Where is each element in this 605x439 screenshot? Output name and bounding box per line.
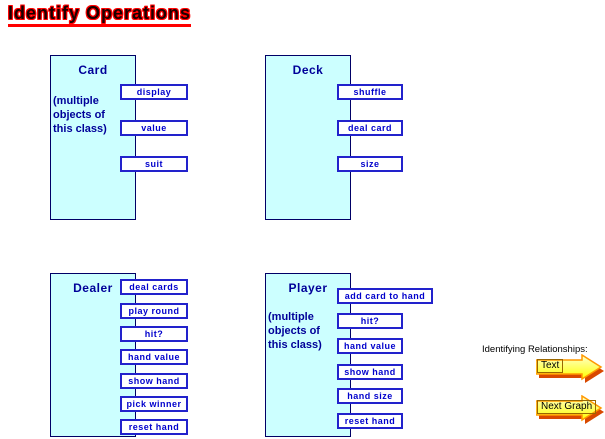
class-title-card: Card — [78, 63, 108, 77]
op-card-display[interactable]: display — [120, 84, 188, 100]
op-player-hand-value[interactable]: hand value — [337, 338, 403, 354]
next-graph-arrow-button[interactable]: Next Graph — [536, 395, 605, 425]
op-player-add-card-to-hand[interactable]: add card to hand — [337, 288, 433, 304]
class-box-deck: Deck — [265, 55, 351, 220]
op-card-value[interactable]: value — [120, 120, 188, 136]
class-title-dealer: Dealer — [73, 281, 113, 295]
text-arrow-label: Text — [537, 359, 564, 373]
text-arrow-button[interactable]: Text — [536, 354, 605, 384]
op-dealer-play-round[interactable]: play round — [120, 303, 188, 319]
arrow-right-icon — [536, 395, 604, 424]
class-note-card: (multiple objects of this class) — [53, 95, 107, 135]
op-player-hand-size[interactable]: hand size — [337, 388, 403, 404]
op-deck-shuffle[interactable]: shuffle — [337, 84, 403, 100]
op-dealer-hand-value[interactable]: hand value — [120, 349, 188, 365]
op-deck-deal-card[interactable]: deal card — [337, 120, 403, 136]
class-note-player: (multiple objects of this class) — [268, 311, 322, 351]
arrow-right-icon — [536, 354, 604, 383]
class-box-player: Player (multiple objects of this class) — [265, 273, 351, 437]
op-dealer-pick-winner[interactable]: pick winner — [120, 396, 188, 412]
next-graph-arrow-label: Next Graph — [537, 400, 597, 414]
class-box-card: Card (multiple objects of this class) — [50, 55, 136, 220]
op-deck-size[interactable]: size — [337, 156, 403, 172]
op-dealer-hit[interactable]: hit? — [120, 326, 188, 342]
op-dealer-show-hand[interactable]: show hand — [120, 373, 188, 389]
op-dealer-reset-hand[interactable]: reset hand — [120, 419, 188, 435]
op-player-hit[interactable]: hit? — [337, 313, 403, 329]
op-card-suit[interactable]: suit — [120, 156, 188, 172]
op-player-reset-hand[interactable]: reset hand — [337, 413, 403, 429]
class-title-deck: Deck — [292, 63, 324, 77]
op-player-show-hand[interactable]: show hand — [337, 364, 403, 380]
class-title-player: Player — [288, 281, 328, 295]
op-dealer-deal-cards[interactable]: deal cards — [120, 279, 188, 295]
legend-label: Identifying Relationships: — [482, 344, 588, 355]
page-title: Identify Operations — [8, 3, 192, 27]
